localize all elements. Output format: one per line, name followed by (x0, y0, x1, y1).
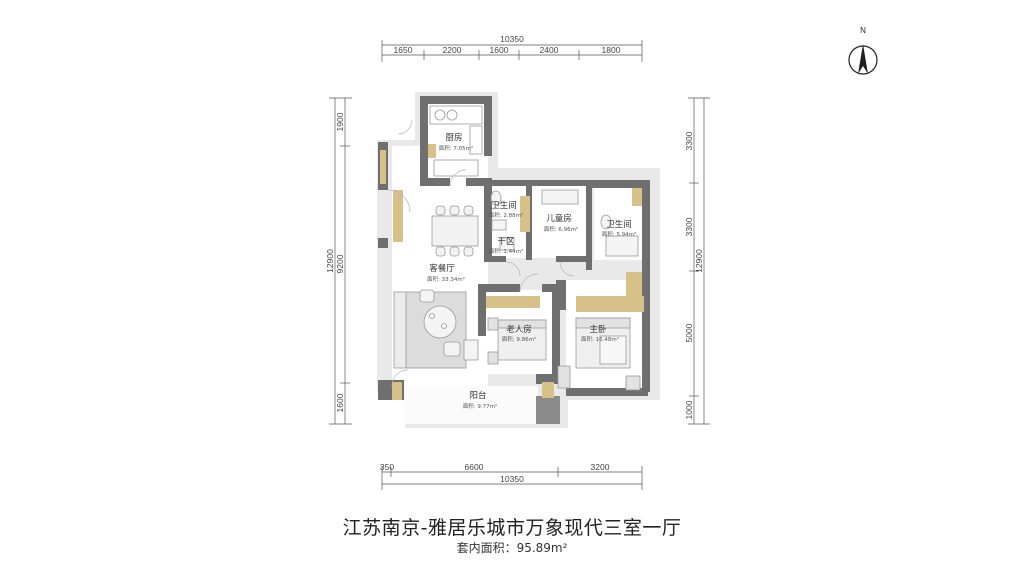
kitchen-fixtures (429, 105, 483, 177)
kitchen-name: 厨房 (445, 132, 462, 143)
bottom-total-dim: 10350 (500, 474, 524, 484)
top-dim-4: 2400 (540, 45, 559, 55)
bath1-area: 面积: 2.88m² (489, 212, 523, 219)
right-dim-2: 3300 (684, 217, 694, 236)
laundry-area: 面积: 1.44m² (489, 248, 523, 255)
kids-area: 面积: 6.96m² (544, 226, 578, 233)
top-total-dim: 10350 (500, 34, 524, 44)
kids-name: 儿童房 (546, 213, 572, 224)
left-total-dim: 12900 (325, 249, 335, 273)
living-name: 客餐厅 (429, 263, 455, 274)
bottom-dim-2: 6600 (465, 462, 484, 472)
top-dim-3: 1600 (490, 45, 509, 55)
balcony-area: 面积: 9.77m² (463, 403, 497, 410)
master-area: 面积: 16.48m² (581, 336, 619, 343)
room-labels: 厨房 面积: 7.05m² 卫生间 面积: 2.88m² 干区 面积: 1.44… (427, 132, 636, 410)
right-dim-3: 5000 (684, 323, 694, 342)
bottom-dim-3: 3200 (591, 462, 610, 472)
bath-fixtures (490, 189, 639, 257)
plan-subtitle: 套内面积：95.89m² (456, 541, 568, 555)
top-dim-2: 2200 (443, 45, 462, 55)
top-dim-5: 1800 (602, 45, 621, 55)
kitchen-area: 面积: 7.05m² (439, 145, 473, 152)
right-dim-4: 1000 (684, 400, 694, 419)
left-dim-1: 1900 (335, 112, 345, 131)
balcony-name: 阳台 (469, 390, 486, 401)
door-swings (387, 119, 575, 387)
compass-label: N (860, 26, 866, 35)
cabinetry (380, 144, 644, 400)
north-compass-icon: N (848, 26, 878, 75)
laundry-name: 干区 (497, 237, 515, 247)
bath2-name: 卫生间 (606, 219, 632, 230)
bath2-area: 面积: 5.94m² (602, 231, 636, 238)
elder-area: 面积: 9.86m² (502, 336, 536, 343)
dimension-labels: 10350 1650 2200 1600 2400 1800 350 6600 … (325, 34, 704, 484)
plan-title: 江苏南京-雅居乐城市万象现代三室一厅 (342, 517, 682, 539)
elder-name: 老人房 (506, 324, 532, 335)
dining-set (431, 205, 479, 257)
bottom-dim-1: 350 (380, 462, 394, 472)
master-name: 主卧 (589, 324, 607, 335)
living-area: 面积: 33.34m² (427, 276, 465, 283)
top-dim-1: 1650 (394, 45, 413, 55)
left-dim-2: 9200 (335, 254, 345, 273)
bath1-name: 卫生间 (491, 200, 517, 211)
living-furniture (393, 289, 479, 369)
right-total-dim: 12900 (694, 249, 704, 273)
left-dim-3: 1600 (335, 393, 345, 412)
right-dim-1: 3300 (684, 131, 694, 150)
bedroom-furniture (487, 317, 641, 391)
dimension-lines (329, 40, 710, 490)
